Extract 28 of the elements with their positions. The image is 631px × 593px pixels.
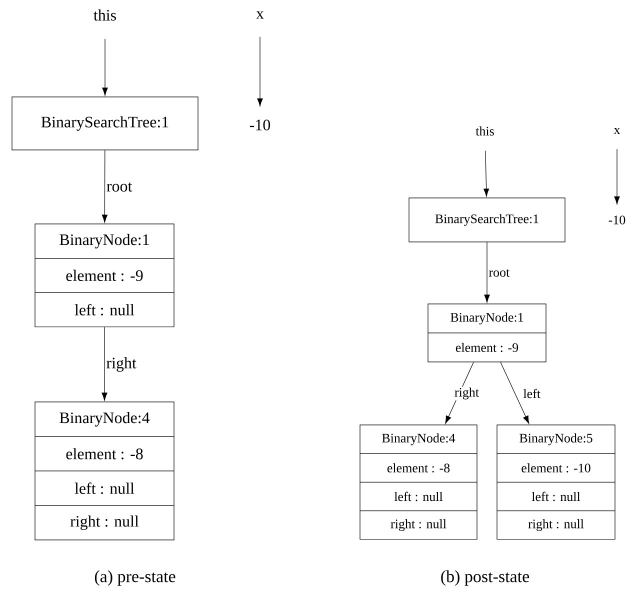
record-box: BinaryNode:1 element : -9 left : null (34, 224, 174, 328)
edge-label: root (105, 181, 134, 193)
variable-label: -10 (250, 120, 270, 130)
edge-label: root (488, 268, 511, 278)
record-box: BinaryNode:4 element : -8 left : null right : null (360, 424, 478, 540)
caption: (a) pre-state (94, 570, 176, 586)
edge-label: right (105, 356, 138, 373)
arrow (102, 150, 108, 223)
variable-label: this (94, 9, 116, 21)
caption: (b) post-state (441, 570, 530, 586)
edge-label: right (453, 386, 480, 400)
variable-label: this (476, 126, 494, 136)
edge-label: left (522, 388, 542, 400)
arrow (484, 242, 490, 303)
arrow (614, 148, 620, 204)
object-box: BinarySearchTree:1 (12, 96, 198, 150)
arrow (500, 362, 530, 424)
object-box: BinarySearchTree:1 (408, 198, 566, 242)
variable-label: x (256, 11, 264, 19)
arrow (257, 36, 263, 106)
arrow (102, 326, 108, 401)
arrow (102, 38, 108, 96)
variable-label: x (614, 128, 620, 134)
variable-label: -10 (608, 216, 626, 224)
record-box: BinaryNode:4 element : -8 left : null right : null (34, 402, 174, 540)
arrow (484, 150, 490, 197)
record-box: BinaryNode:1 element : -9 (428, 304, 546, 362)
record-box: BinaryNode:5 element : -10 left : null right : null (496, 424, 616, 540)
